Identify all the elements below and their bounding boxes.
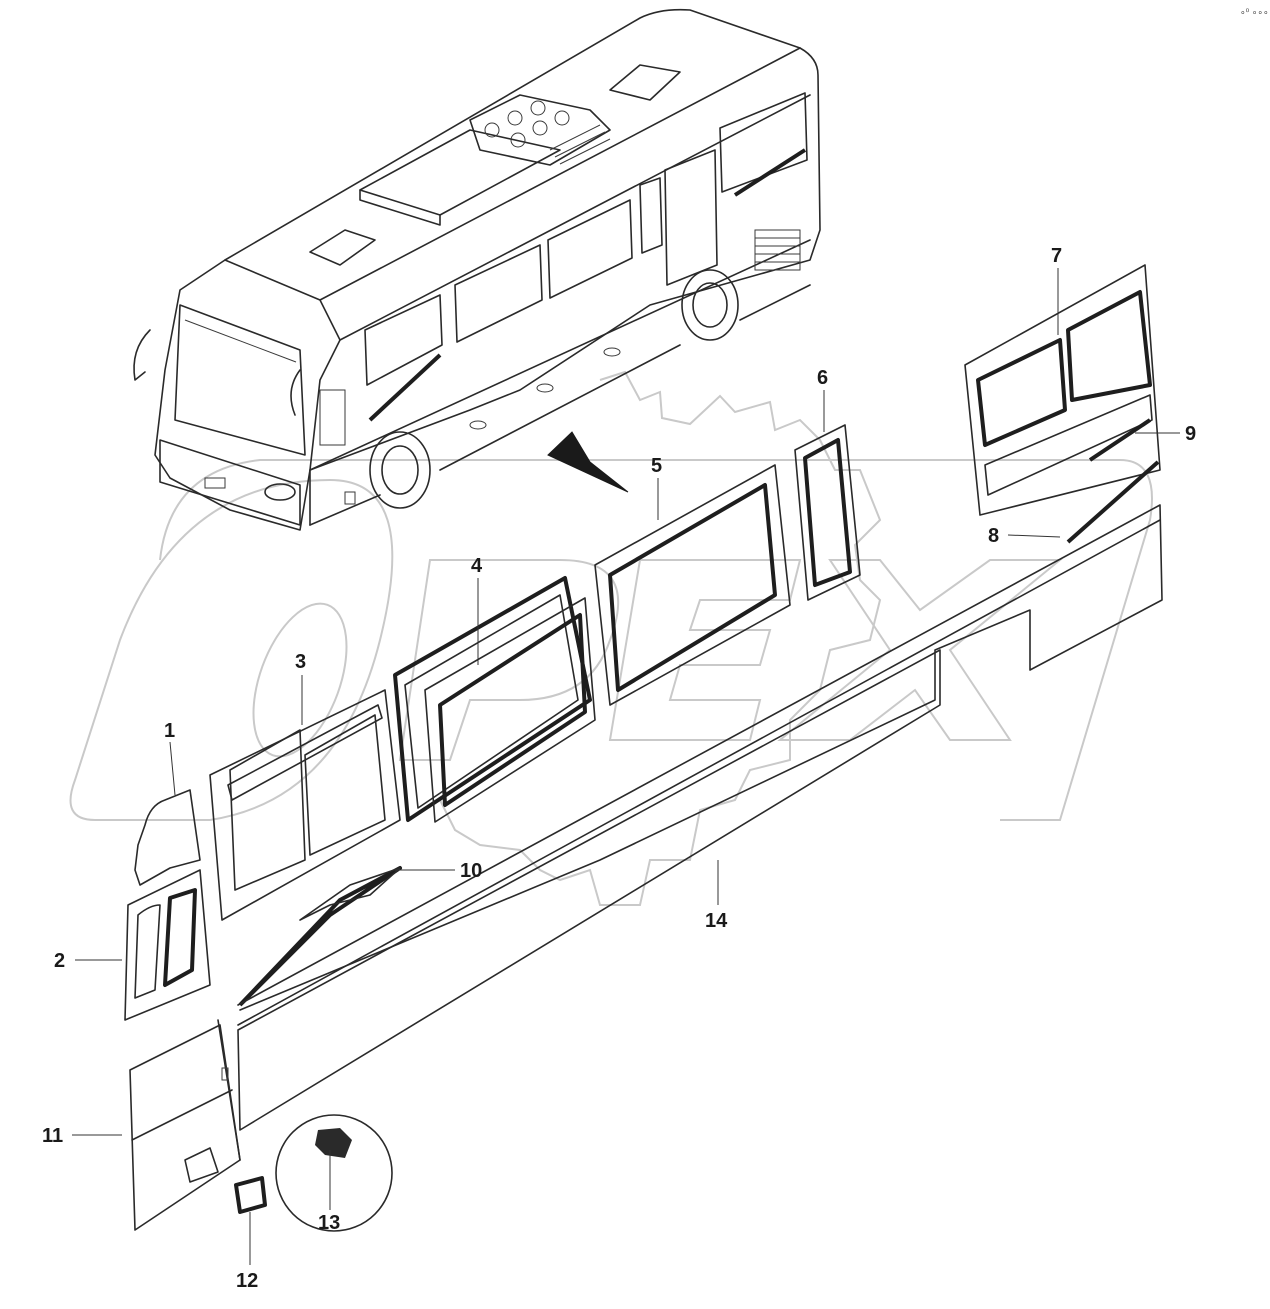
- part-1-front-corner-panel: [134, 789, 201, 886]
- part-13-clip-detail: [275, 1114, 393, 1232]
- part-12-small-hatch: [234, 1176, 267, 1214]
- callout-3: 3: [295, 651, 306, 673]
- part-9-small-trim-strip: [1088, 418, 1152, 462]
- callout-4: 4: [471, 555, 483, 577]
- callout-11: 11: [42, 1125, 63, 1147]
- watermark-letter-p: [398, 559, 620, 761]
- callout-6: 6: [817, 367, 828, 389]
- callout-14: 14: [705, 910, 728, 932]
- part-7-rear-window-assembly: [964, 264, 1161, 516]
- watermark-letter-x: [777, 559, 1063, 741]
- callout-8: 8: [988, 525, 999, 547]
- callout-9: 9: [1185, 423, 1196, 445]
- watermark-swoosh: [159, 459, 1153, 821]
- callout-labels: 1 2 3 4 5 6 7 8 9 10 11 12 13 14: [42, 245, 1196, 1292]
- callout-12: 12: [236, 1270, 258, 1292]
- callout-10: 10: [460, 860, 482, 882]
- part-14-lower-side-panel: [237, 504, 1163, 1131]
- part-6-narrow-window: [794, 424, 861, 601]
- part-8-rear-trim-strip: [1066, 460, 1160, 544]
- watermark-letter-e: [608, 559, 802, 741]
- part-10-decal-stripe: [238, 866, 402, 1007]
- part-5-large-side-window: [594, 464, 791, 706]
- callout-1: 1: [164, 720, 175, 742]
- callout-13: 13: [318, 1212, 340, 1234]
- leader-lines: [72, 268, 1180, 1265]
- direction-arrow: [547, 431, 629, 493]
- callout-5: 5: [651, 455, 662, 477]
- corner-mark: ∘⁰ ∘∘∘: [1240, 7, 1269, 17]
- callout-7: 7: [1051, 245, 1062, 267]
- watermark-letter-o-inner: [252, 602, 348, 758]
- part-4-sliding-window: [393, 576, 596, 823]
- watermark-gear: [439, 370, 882, 906]
- callout-2: 2: [54, 950, 65, 972]
- bus-illustration: [133, 8, 821, 531]
- part-2-front-side-window: [124, 869, 211, 1021]
- part-11-door-panel: [129, 1019, 241, 1231]
- part-3-side-window-pair: [209, 689, 401, 921]
